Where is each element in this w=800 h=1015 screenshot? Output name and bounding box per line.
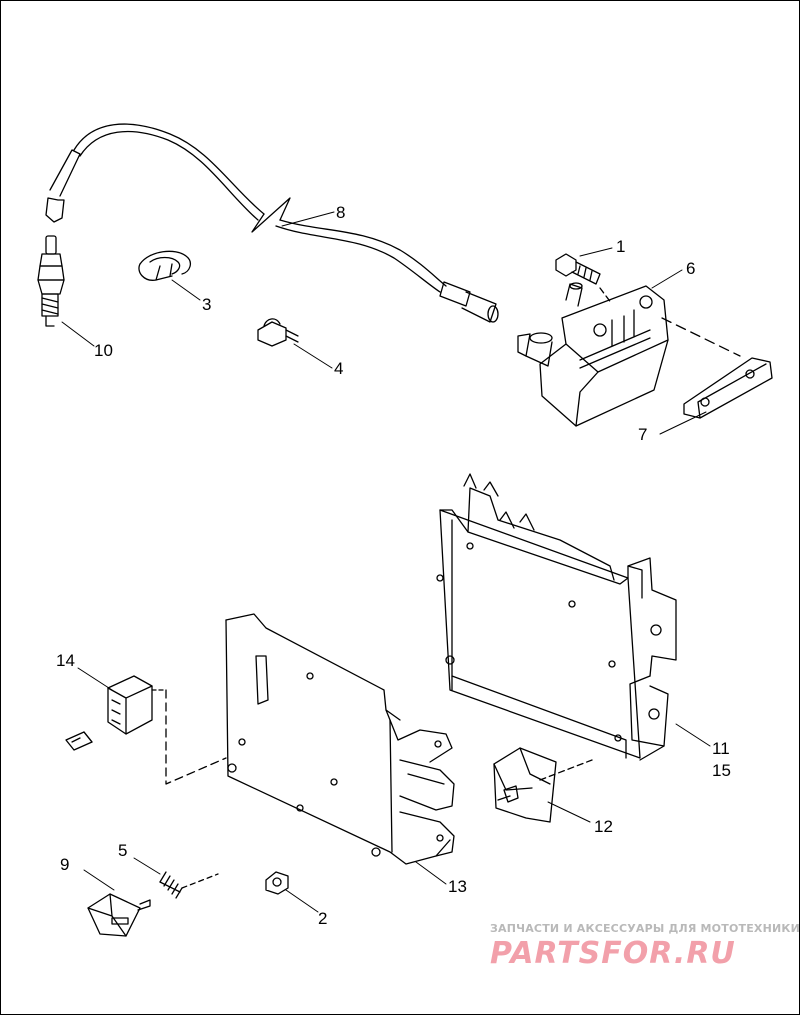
control-module	[436, 473, 677, 761]
callout-1: 1	[616, 237, 626, 256]
nut	[265, 871, 289, 895]
wire-clip	[257, 318, 299, 347]
switch	[87, 893, 151, 937]
cable-clip	[138, 250, 192, 281]
callout-3: 3	[202, 295, 212, 314]
spark-plug-cable	[45, 123, 499, 323]
spark-plug	[37, 235, 65, 327]
callout-11: 11	[712, 739, 730, 758]
callout-8: 8	[336, 203, 346, 222]
bolt	[555, 253, 601, 285]
callout-12: 12	[594, 817, 613, 836]
spring	[159, 871, 219, 899]
callout-2: 2	[318, 909, 328, 928]
callout-5: 5	[118, 841, 128, 860]
callout-7: 7	[638, 425, 648, 444]
callout-13: 13	[448, 877, 467, 896]
callout-14: 14	[56, 651, 75, 670]
callout-6: 6	[686, 259, 696, 278]
leader-lines	[61, 211, 711, 913]
mounting-plate	[225, 613, 455, 865]
ignition-coil	[517, 282, 741, 427]
callout-10: 10	[94, 341, 113, 360]
relay	[107, 675, 227, 785]
callout-4: 4	[334, 359, 344, 378]
callout-15: 15	[712, 761, 731, 780]
watermark-logo: PARTSFOR.RU	[490, 936, 736, 971]
rubber-mount	[493, 747, 593, 823]
coil-bracket	[683, 357, 773, 419]
callout-9: 9	[60, 855, 70, 874]
watermark-subtitle: ЗАПЧАСТИ И АКСЕССУАРЫ ДЛЯ МОТОТЕХНИКИ	[490, 922, 800, 935]
mini-fuse	[65, 731, 93, 751]
